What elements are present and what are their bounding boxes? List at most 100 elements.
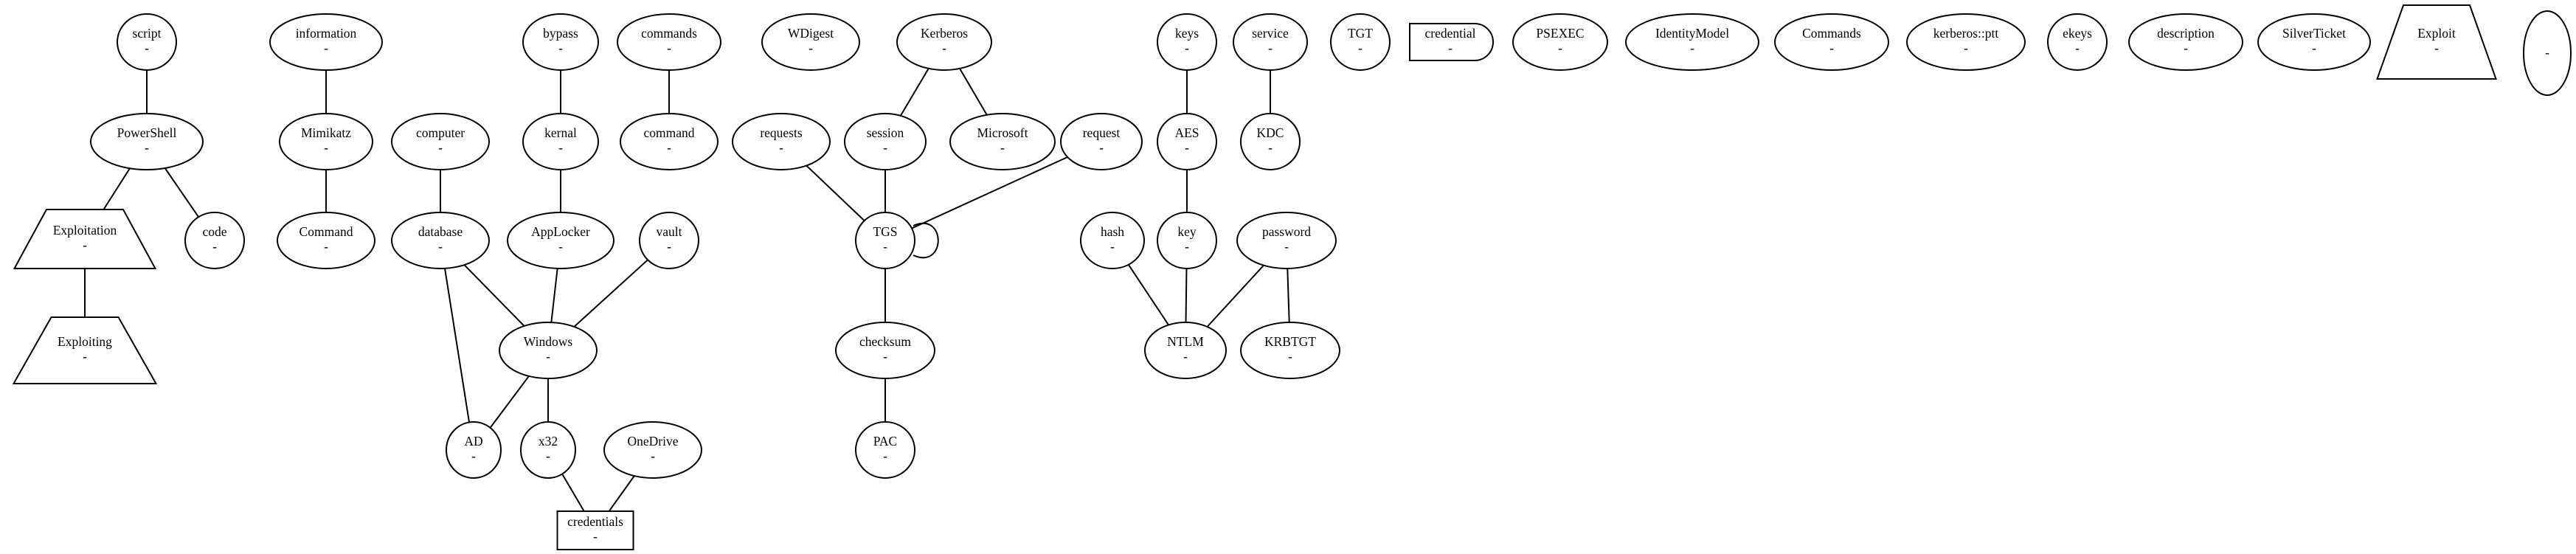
node-ntlm: NTLM-	[1144, 322, 1227, 379]
node-session: session-	[844, 113, 927, 170]
node-shape	[639, 212, 699, 269]
node-sublabel: -	[2075, 41, 2080, 55]
node-shape	[1625, 13, 1759, 71]
node-mimikatz: Mimikatz-	[279, 113, 373, 170]
node-label: description	[2157, 26, 2215, 41]
node-applocker: AppLocker-	[507, 212, 614, 269]
node-shape	[1906, 13, 2026, 71]
node-shape	[277, 212, 375, 269]
node-command: command-	[620, 113, 719, 170]
node-sublabel: -	[324, 140, 328, 155]
node-hash: hash-	[1080, 212, 1145, 269]
node-shape	[1080, 212, 1145, 269]
node-label: hash	[1101, 224, 1124, 239]
node-shape	[556, 510, 634, 550]
node-sublabel: -	[83, 238, 87, 252]
node-label: x32	[539, 434, 558, 449]
node-sublabel: -	[83, 349, 87, 364]
edge-database-ad	[440, 240, 474, 451]
node-sublabel: -	[667, 239, 671, 254]
node-label: TGS	[873, 224, 897, 239]
node-database: database-	[391, 212, 490, 269]
node-shape	[1512, 13, 1608, 71]
node-sublabel: -	[558, 41, 563, 55]
node-shape	[2376, 4, 2497, 80]
node-shape	[2523, 10, 2572, 96]
node-sublabel: -	[1448, 41, 1453, 55]
node-label: Exploit	[2417, 26, 2456, 41]
node-label: database	[418, 224, 463, 239]
node-sublabel: -	[809, 41, 813, 55]
node-label: AES	[1174, 125, 1199, 140]
node-sublabel: -	[1110, 239, 1115, 254]
node-label: password	[1262, 224, 1311, 239]
node-wdigest: WDigest-	[761, 13, 860, 71]
node-label: Commands	[1802, 26, 1861, 41]
node-shape	[620, 113, 719, 170]
node-exploiting: Exploiting-	[12, 316, 158, 384]
node-sublabel: -	[667, 140, 671, 155]
node-label: Kerberos	[921, 26, 968, 41]
node-keys: keys-	[1157, 13, 1217, 71]
node-onedrive: OneDrive-	[603, 421, 702, 479]
node-sublabel: -	[1000, 140, 1005, 155]
node-label: WDigest	[788, 26, 834, 41]
node-sublabel: -	[1185, 41, 1189, 55]
node-shape	[761, 13, 860, 71]
node-shape	[1774, 13, 1889, 71]
node-requests: requests-	[732, 113, 831, 170]
node-shape	[732, 113, 831, 170]
node-shape	[1157, 13, 1217, 71]
node-shape	[2257, 13, 2371, 71]
node-bypass: bypass-	[522, 13, 599, 71]
node-psexec: PSEXEC-	[1512, 13, 1608, 71]
node-label: IdentityModel	[1655, 26, 1729, 41]
node-sublabel: -	[1288, 349, 1292, 364]
node-sublabel: -	[1099, 140, 1104, 155]
node-windows: Windows-	[499, 322, 598, 379]
node-label: Mimikatz	[301, 125, 351, 140]
node-tgs: TGS-	[855, 212, 915, 269]
node-label: credentials	[567, 514, 623, 529]
node-shape	[391, 113, 490, 170]
node-label: Windows	[524, 334, 573, 349]
node-powershell: PowerShell-	[90, 113, 204, 170]
node-tgt: TGT-	[1330, 13, 1391, 71]
node-sublabel: -	[324, 41, 328, 55]
node-password: password-	[1236, 212, 1337, 269]
node-label: bypass	[543, 26, 578, 41]
node-label: Command	[300, 224, 353, 239]
node-sublabel: -	[2312, 41, 2316, 55]
node-sublabel: -	[883, 449, 887, 463]
node-label: PowerShell	[117, 125, 177, 140]
node-label: service	[1252, 26, 1289, 41]
node-sublabel: -	[1268, 41, 1273, 55]
edge-tgs-tgs	[913, 222, 939, 259]
node-empty: -	[2523, 10, 2572, 96]
node-sublabel: -	[2184, 41, 2188, 55]
node-label: KRBTGT	[1264, 334, 1316, 349]
node-sublabel: -	[1558, 41, 1562, 55]
node-label: keys	[1175, 26, 1199, 41]
node-label: script	[133, 26, 162, 41]
node-sublabel: -	[145, 140, 149, 155]
node-shape	[1060, 113, 1143, 170]
node-label: checksum	[859, 334, 911, 349]
node-sublabel: -	[438, 239, 443, 254]
node-kdc: KDC-	[1240, 113, 1301, 170]
node-label: information	[296, 26, 357, 41]
node-sublabel: -	[145, 41, 149, 55]
node-commands-cap: Commands-	[1774, 13, 1889, 71]
node-label: ekeys	[2063, 26, 2092, 41]
node-krbtgt: KRBTGT-	[1240, 322, 1340, 379]
node-label: computer	[416, 125, 465, 140]
node-shape	[1330, 13, 1391, 71]
node-label: vault	[657, 224, 682, 239]
node-sublabel: -	[2434, 41, 2439, 55]
node-label: session	[867, 125, 904, 140]
node-sublabel: -	[883, 349, 887, 364]
node-sublabel: -	[558, 140, 563, 155]
node-command-cap: Command-	[277, 212, 375, 269]
node-shape	[391, 212, 490, 269]
